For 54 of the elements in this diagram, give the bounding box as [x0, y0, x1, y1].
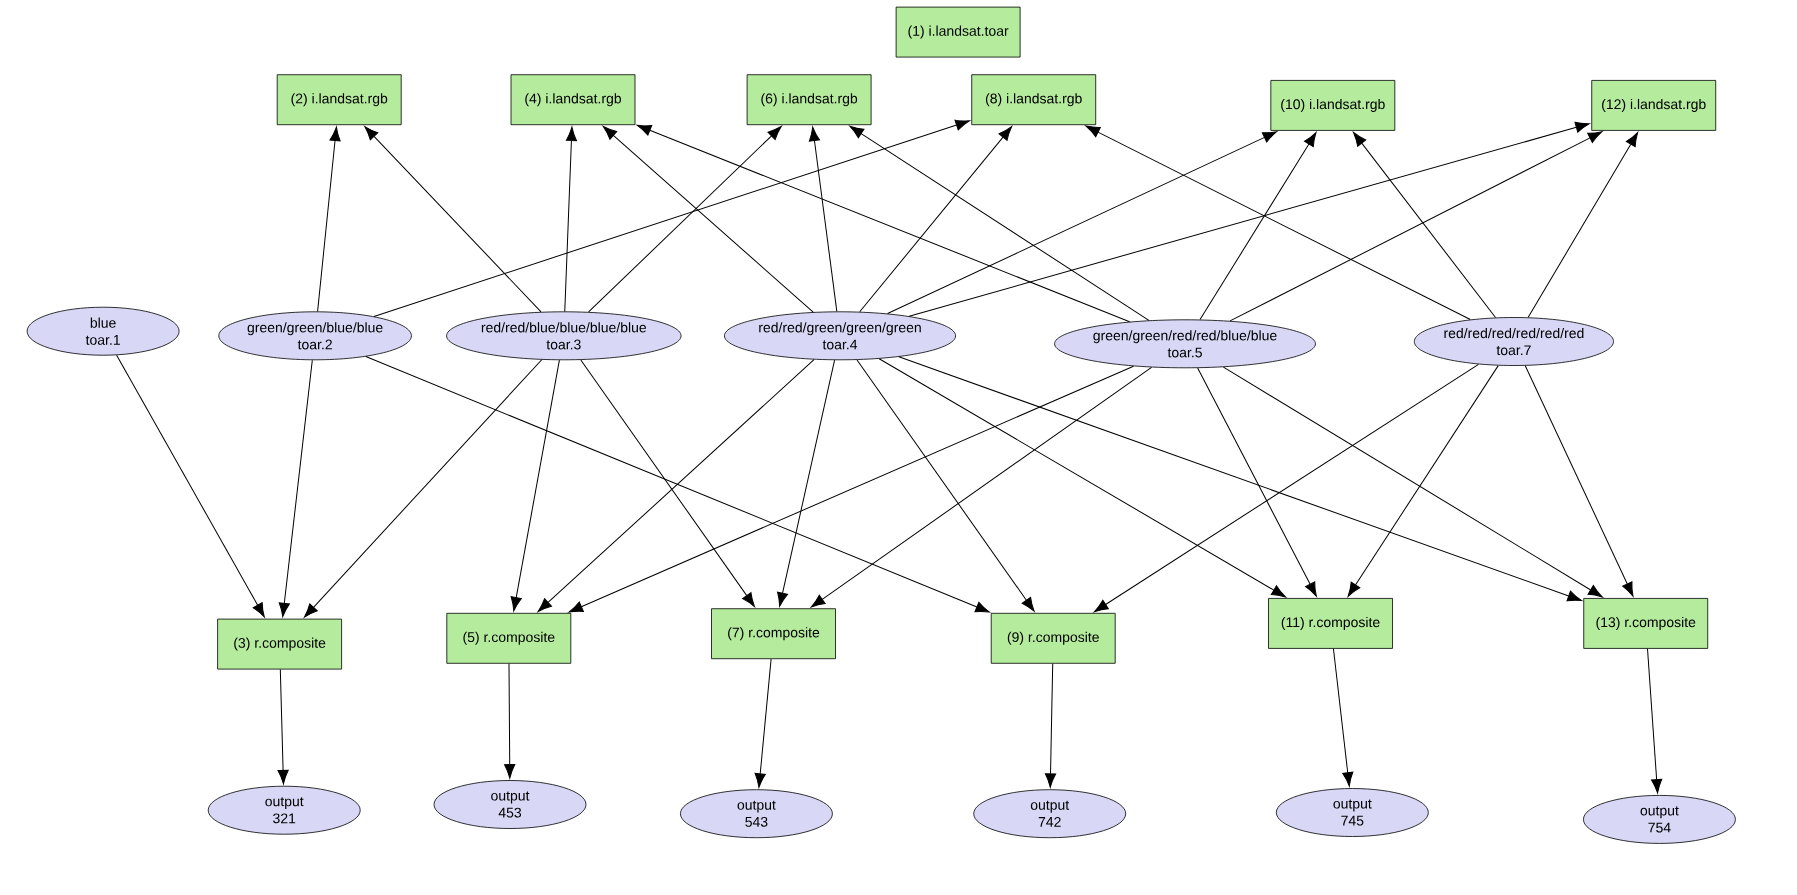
arrow	[898, 356, 1582, 602]
process-box: (13) r.composite	[1583, 598, 1709, 649]
arrow	[1044, 663, 1057, 788]
arrow	[1199, 132, 1317, 321]
arrow	[859, 126, 1013, 313]
arrow	[1085, 125, 1471, 321]
process-box: (3) r.composite	[217, 618, 342, 670]
arrow	[116, 354, 265, 618]
arrow	[777, 359, 836, 607]
arrow	[1197, 367, 1317, 597]
process-box: (11) r.composite	[1268, 598, 1393, 649]
arrow	[856, 359, 1035, 612]
arrow	[504, 663, 516, 779]
arrow	[1229, 131, 1603, 322]
arrow	[887, 131, 1278, 315]
arrow	[754, 658, 772, 788]
process-box: (2) i.landsat.rgb	[276, 74, 402, 126]
arrow	[1332, 648, 1354, 787]
process-box: (9) r.composite	[990, 612, 1116, 664]
arrow	[908, 121, 1590, 317]
arrow	[365, 356, 990, 613]
arrow	[878, 358, 1286, 598]
arrow	[810, 366, 1153, 608]
process-box: (7) r.composite	[711, 608, 836, 660]
arrow	[277, 669, 289, 785]
arrow	[364, 126, 542, 313]
process-box: (5) r.composite	[446, 612, 572, 664]
process-box: (10) i.landsat.rgb	[1270, 80, 1396, 131]
arrow	[808, 126, 838, 312]
process-box: (8) i.landsat.rgb	[971, 74, 1097, 126]
process-box: (1) i.landsat.toar	[895, 6, 1021, 58]
arrow	[588, 126, 782, 313]
arrow	[1647, 648, 1663, 794]
arrow	[568, 365, 1134, 613]
arrow	[537, 359, 815, 612]
arrow	[1524, 365, 1634, 597]
arrow	[1222, 366, 1603, 598]
process-box: (6) i.landsat.rgb	[746, 74, 872, 126]
arrow	[317, 126, 341, 312]
process-box: (4) i.landsat.rgb	[510, 74, 636, 126]
arrow	[510, 359, 560, 612]
arrow	[1347, 365, 1499, 597]
arrow	[303, 359, 543, 618]
arrow	[602, 125, 814, 313]
arrow	[1093, 363, 1479, 613]
arrow	[1353, 131, 1497, 318]
arrow	[1527, 132, 1639, 318]
process-box: (12) i.landsat.rgb	[1591, 80, 1717, 131]
arrow	[373, 119, 970, 317]
arrow	[564, 126, 578, 312]
arrow	[849, 125, 1150, 321]
arrow	[580, 359, 755, 608]
arrow	[636, 124, 1131, 323]
arrow	[278, 359, 313, 618]
